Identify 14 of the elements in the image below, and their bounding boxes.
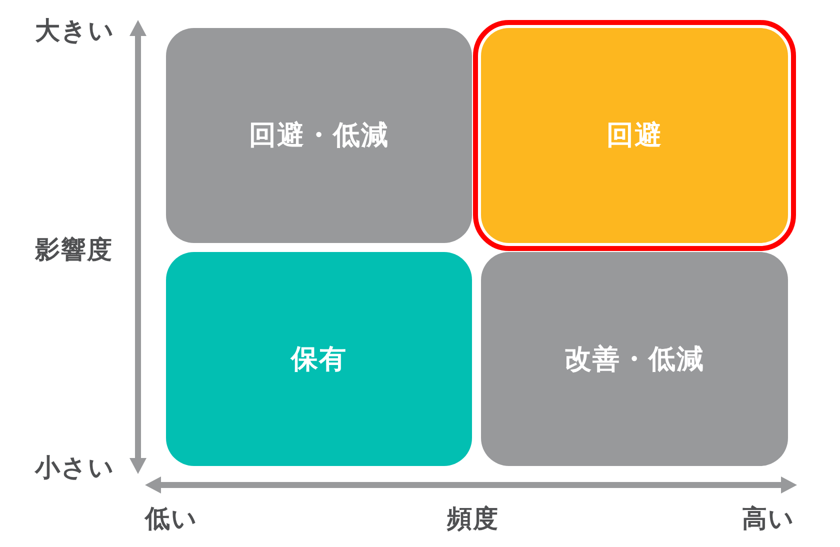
- quadrant-box: [166, 28, 472, 243]
- axis-label: 影響度: [35, 237, 113, 262]
- quadrant-box: [166, 252, 472, 466]
- quadrant-box: [481, 252, 788, 466]
- axis-label: 大きい: [35, 18, 115, 43]
- quadrant-label: 改善・低減: [564, 346, 704, 372]
- axis-label: 高い: [742, 506, 795, 531]
- highlighted-quadrant-box: [473, 20, 796, 251]
- axis-label: 頻度: [447, 506, 499, 531]
- axis-label: 低い: [145, 506, 198, 531]
- axis-label: 小さい: [35, 455, 115, 480]
- quadrant-label: 回避・低減: [249, 122, 389, 149]
- quadrant-label: 保有: [291, 346, 347, 372]
- quadrant-label: 回避: [606, 122, 662, 149]
